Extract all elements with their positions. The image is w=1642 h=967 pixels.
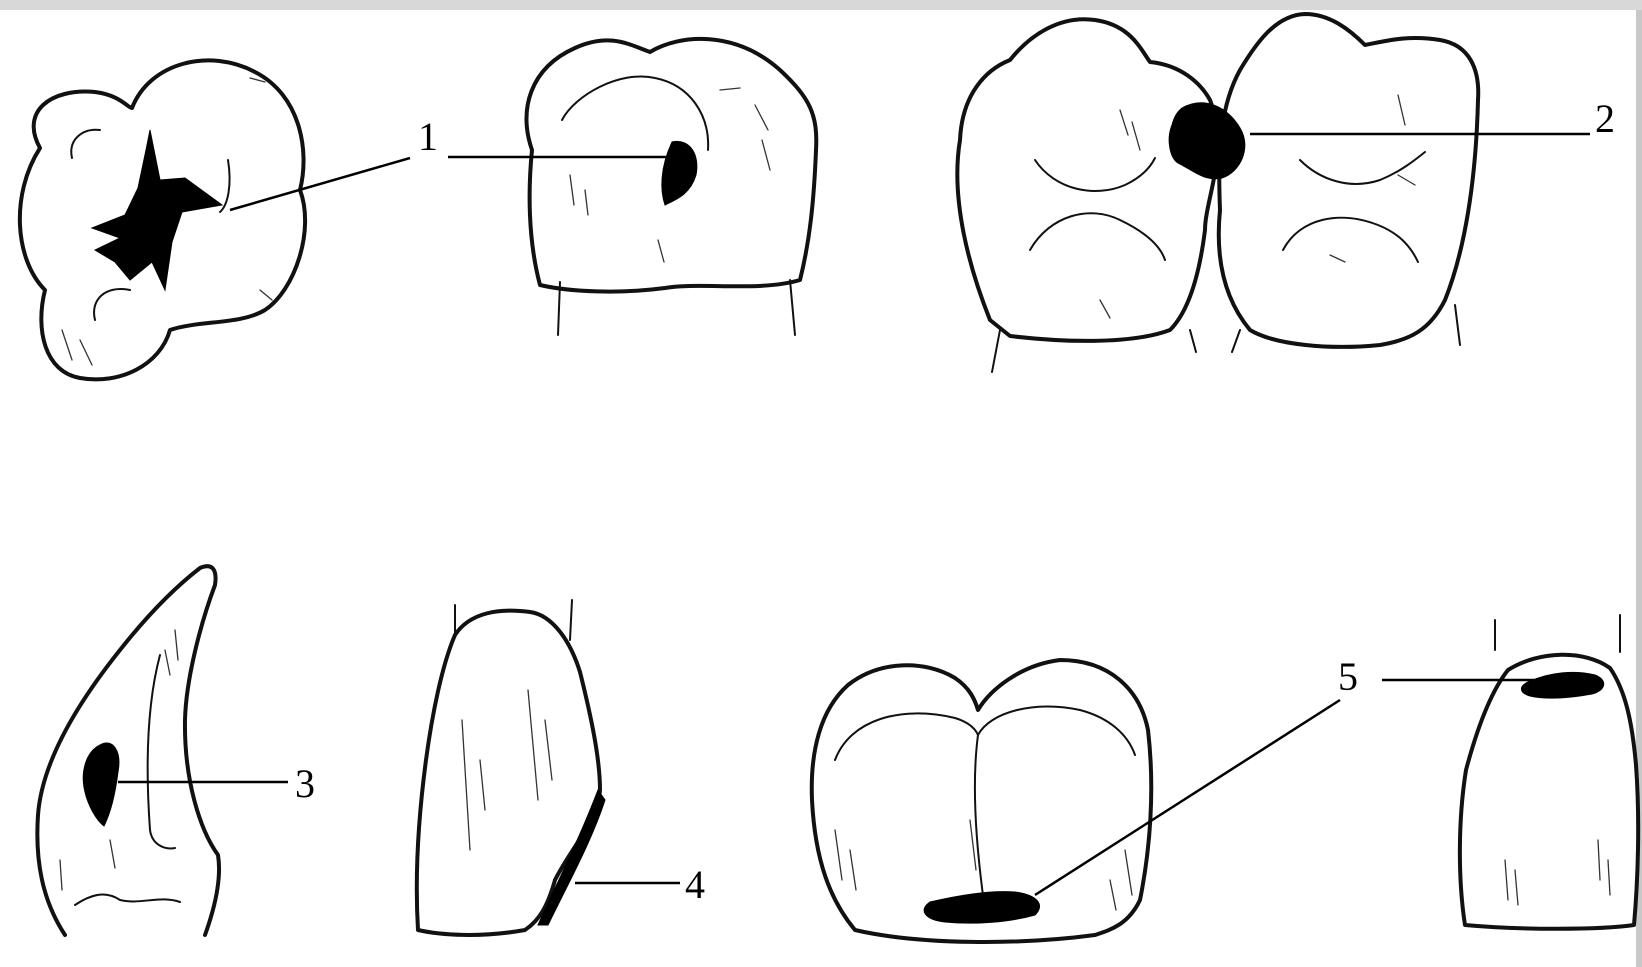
incisor-side-view (417, 600, 605, 935)
canine-side-view (37, 566, 219, 935)
label-1: 1 (418, 114, 438, 159)
label-4: 4 (685, 862, 705, 907)
incisor-labial-view (1460, 615, 1638, 929)
molar-occlusal-view (20, 60, 305, 379)
label-2: 2 (1595, 96, 1615, 141)
adjacent-molars-contact-view (957, 14, 1478, 372)
molar-buccal-view (812, 660, 1152, 942)
label-3: 3 (295, 761, 315, 806)
label-5: 5 (1338, 654, 1358, 699)
molar-proximal-view (526, 39, 816, 335)
